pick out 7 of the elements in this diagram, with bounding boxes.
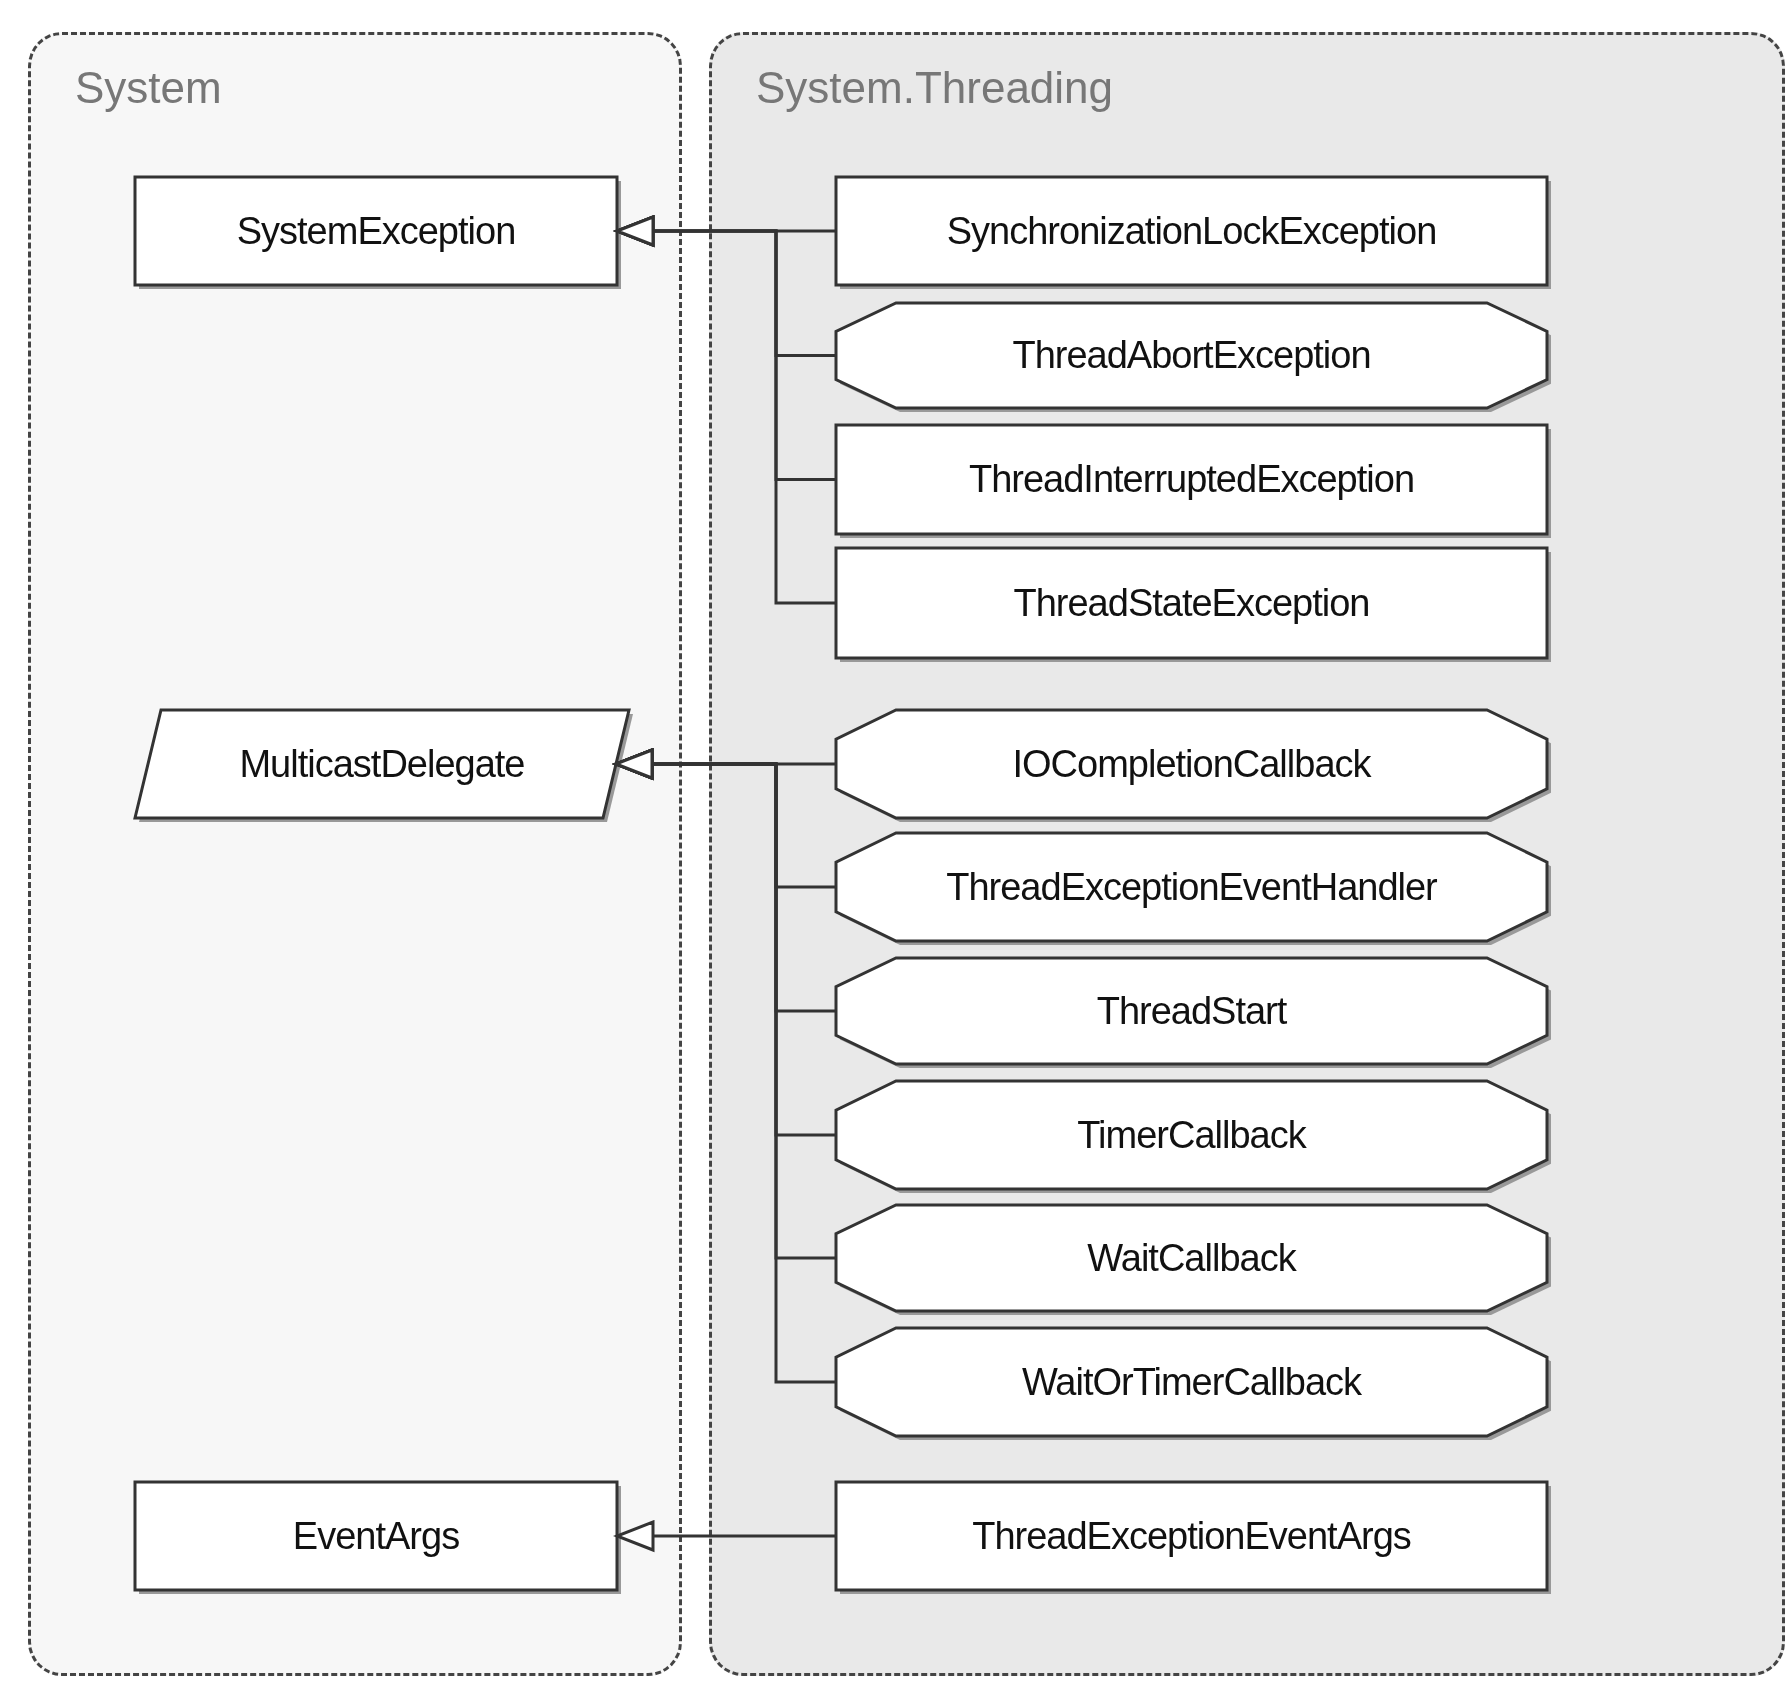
namespace-panel bbox=[709, 32, 1785, 1676]
namespace-label: System bbox=[75, 63, 222, 113]
inheritance-arrow bbox=[614, 748, 836, 1384]
inheritance-arrow bbox=[615, 215, 836, 605]
inheritance-arrow bbox=[615, 1520, 836, 1552]
namespace-label: System.Threading bbox=[756, 63, 1114, 113]
namespace-panel bbox=[28, 32, 682, 1676]
